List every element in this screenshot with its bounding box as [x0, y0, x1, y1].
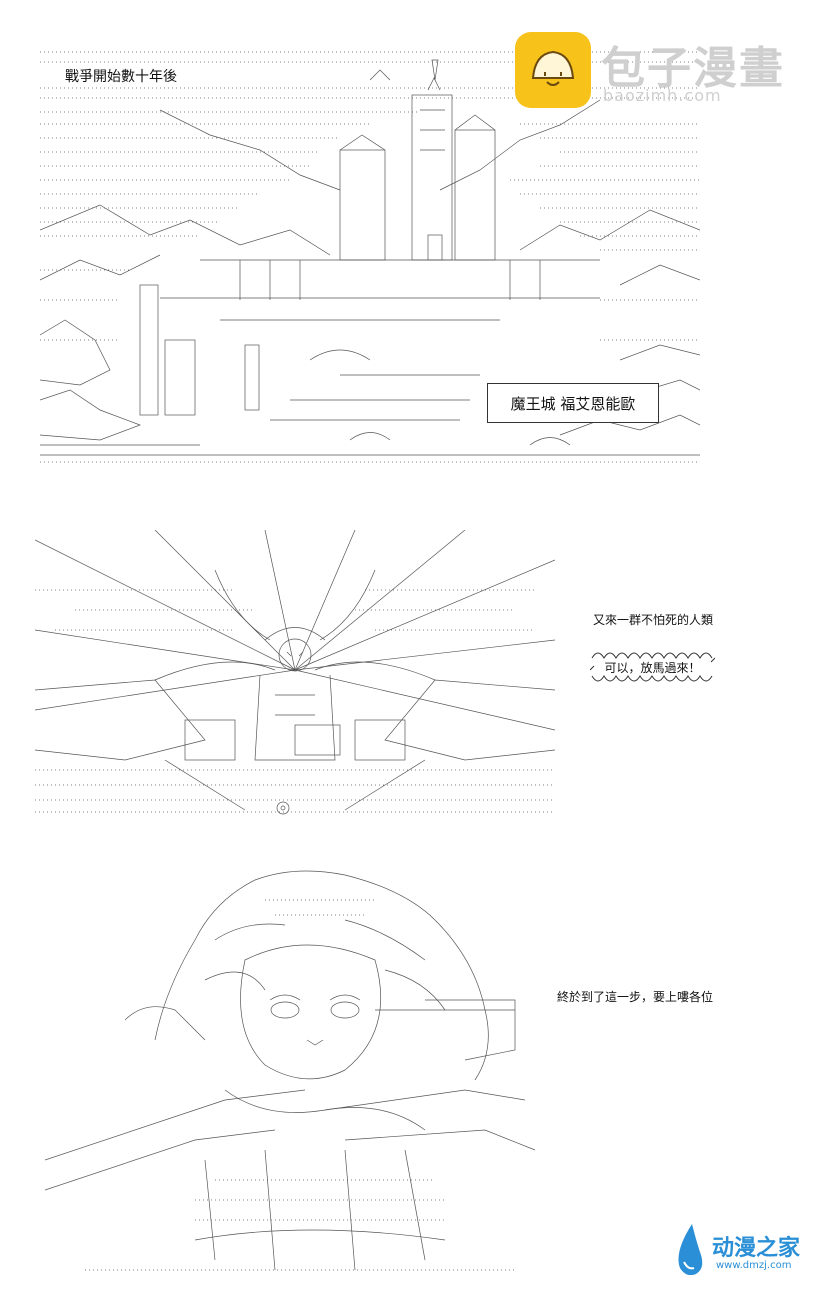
- dmzj-watermark: 动漫之家 www.dmzj.com: [670, 1222, 820, 1282]
- dialogue-caption: 終於到了這一步，要上嘍各位: [557, 990, 714, 1004]
- location-label: 魔王城 福艾恩能歐: [510, 394, 636, 413]
- hero-party-ascii-art: [45, 870, 536, 1271]
- baozi-watermark-text: 包子漫畫: [601, 43, 785, 94]
- demon-lord-ascii-art: [35, 530, 555, 815]
- panel-hero-party: [45, 860, 555, 1280]
- castle-ascii-art: [40, 51, 700, 463]
- panel-castle: 戰爭開始數十年後 魔王城 福艾恩能歐: [40, 40, 700, 475]
- speech-bubble: 又來一群不怕死的人類 可以，放馬過來！: [572, 606, 732, 706]
- dmzj-watermark-url: www.dmzj.com: [716, 1260, 792, 1271]
- panel-demon-lord: [35, 530, 555, 820]
- baozi-watermark: 包子漫畫 baozimh.com: [515, 32, 815, 114]
- bubble-text-line1: 又來一群不怕死的人類: [592, 613, 713, 627]
- water-drop-icon: [678, 1224, 703, 1276]
- bun-logo-icon: [515, 32, 591, 108]
- bubble-text-line2: 可以，放馬過來！: [604, 661, 701, 675]
- baozi-watermark-url: baozimh.com: [603, 86, 722, 105]
- location-label-box: 魔王城 福艾恩能歐: [487, 383, 659, 423]
- bubble-outline: [589, 652, 716, 682]
- dmzj-watermark-text: 动漫之家: [712, 1236, 801, 1261]
- speech-bubble-frame: 可以，放馬過來！: [589, 646, 716, 686]
- narration-title: 戰爭開始數十年後: [62, 66, 180, 86]
